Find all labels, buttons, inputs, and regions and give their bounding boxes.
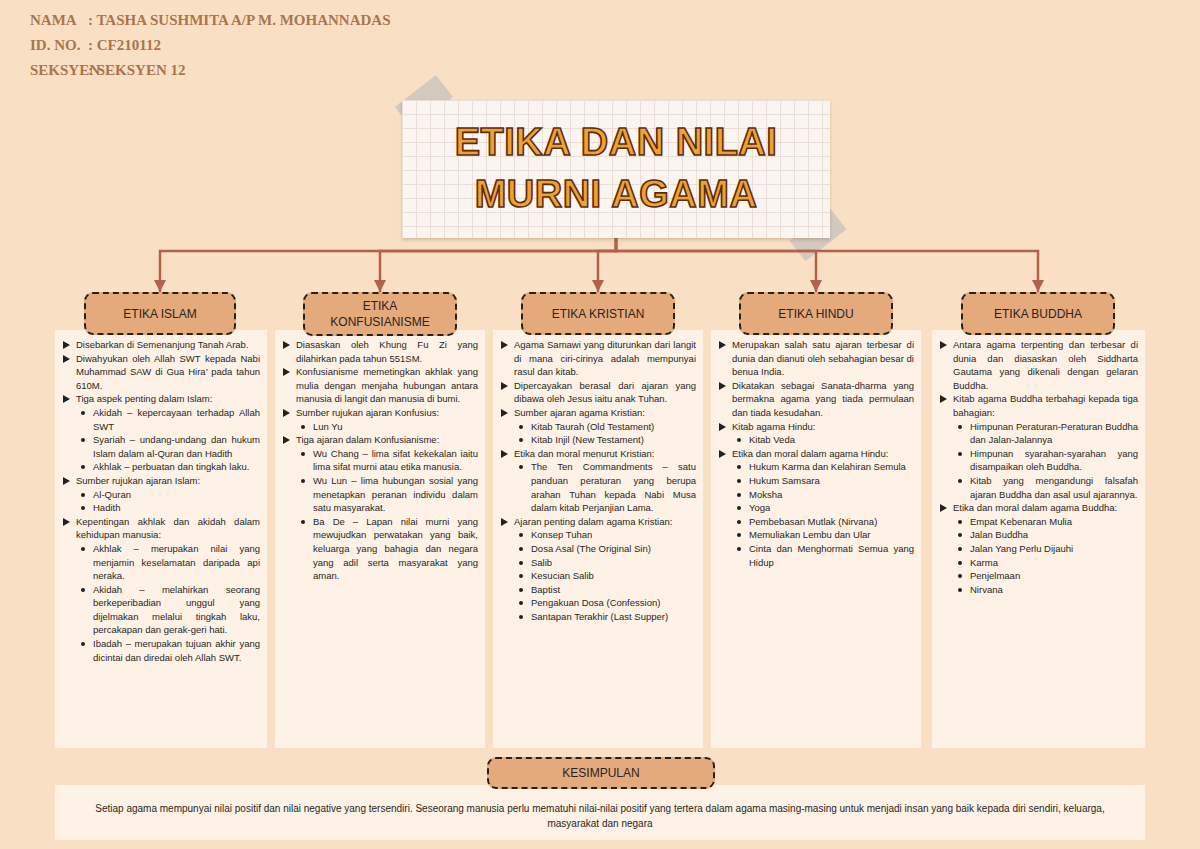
content-panel: Diasaskan oleh Khung Fu Zi yang dilahirk… bbox=[275, 330, 485, 748]
list-item: Himpunan syarahan-syarahan yang disampai… bbox=[937, 447, 1138, 474]
list-item: Kitab Taurah (Old Testament) bbox=[498, 420, 696, 434]
list-item: Hukum Karma dan Kelahiran Semula bbox=[716, 460, 914, 474]
header-text: ETIKA HINDU bbox=[778, 306, 853, 322]
list-item: Kitab Injil (New Testament) bbox=[498, 433, 696, 447]
list-item: Al-Quran bbox=[60, 488, 260, 502]
list-item: Akhlak – perbuatan dan tingkah laku. bbox=[60, 460, 260, 474]
list-item: Wu Chang – lima sifat kekekalan iaitu li… bbox=[280, 447, 478, 474]
content-panel: Agama Samawi yang diturunkan dari langit… bbox=[493, 330, 703, 748]
list-item: Himpunan Peraturan-Peraturan Buddha dan … bbox=[937, 420, 1138, 447]
header-info: NAMA bbox=[30, 12, 77, 29]
list-item: Kitab Veda bbox=[716, 433, 914, 447]
list-item: Akidah – kepercayaan terhadap Allah SWT bbox=[60, 406, 260, 433]
list-item: Kesucian Salib bbox=[498, 569, 696, 583]
header-text: ETIKA BUDDHA bbox=[994, 306, 1082, 322]
list-item: Dikatakan sebagai Sanata-dharma yang ber… bbox=[716, 379, 914, 420]
content-panel: Disebarkan di Semenanjung Tanah Arab.Diw… bbox=[55, 330, 267, 748]
tree-connector bbox=[616, 238, 816, 292]
list-item: Kitab yang mengandungi falsafah ajaran B… bbox=[937, 474, 1138, 501]
list-item: Ibadah – merupakan tujuan akhir yang dic… bbox=[60, 637, 260, 664]
list-item: Antara agama terpenting dan terbesar di … bbox=[937, 338, 1138, 392]
list-item: Jalan Yang Perlu Dijauhi bbox=[937, 542, 1138, 556]
list-item: Yoga bbox=[716, 501, 914, 515]
list-item: The Ten Commandments – satu panduan pera… bbox=[498, 460, 696, 514]
header-text: ETIKA ISLAM bbox=[123, 306, 196, 322]
list-item: Merupakan salah satu ajaran terbesar di … bbox=[716, 338, 914, 379]
list-item: Salib bbox=[498, 556, 696, 570]
list-item: Ba De – Lapan nilai murni yang mewujudka… bbox=[280, 515, 478, 583]
list-item: Sumber rujukan ajaran Islam: bbox=[60, 474, 260, 488]
list-item: Karma bbox=[937, 556, 1138, 570]
list-item: Dosa Asal (The Original Sin) bbox=[498, 542, 696, 556]
header-info: : SEKSYEN 12 bbox=[88, 62, 186, 79]
title-card: ETIKA DAN NILAI MURNI AGAMA bbox=[402, 100, 830, 238]
list-item: Ajaran penting dalam agama Kristian: bbox=[498, 515, 696, 529]
list-item: Konsep Tuhan bbox=[498, 528, 696, 542]
tree-connector bbox=[616, 238, 1038, 292]
list-item: Penjelmaan bbox=[937, 569, 1138, 583]
list-item: Cinta dan Menghormati Semua yang Hidup bbox=[716, 542, 914, 569]
header-info: : CF210112 bbox=[88, 37, 161, 54]
section-header: KESIMPULAN bbox=[487, 757, 715, 789]
list-item: Pengakuan Dosa (Confession) bbox=[498, 596, 696, 610]
list-item: Etika dan moral dalam agama Hindu: bbox=[716, 447, 914, 461]
list-item: Moksha bbox=[716, 488, 914, 502]
header-text: ETIKA KONFUSIANISME bbox=[313, 298, 447, 330]
list-item: Agama Samawi yang diturunkan dari langit… bbox=[498, 338, 696, 379]
list-item: Akhlak – merupakan nilai yang menjamin k… bbox=[60, 542, 260, 583]
list-item: Kitab agama Hindu: bbox=[716, 420, 914, 434]
header-text: ETIKA KRISTIAN bbox=[552, 306, 645, 322]
list-item: Pembebasan Mutlak (Nirvana) bbox=[716, 515, 914, 529]
list-item: Tiga aspek penting dalam Islam: bbox=[60, 392, 260, 406]
list-item: Nirvana bbox=[937, 583, 1138, 597]
content-panel: Merupakan salah satu ajaran terbesar di … bbox=[711, 330, 921, 748]
tape-decoration bbox=[395, 75, 847, 261]
list-item: Santapan Terakhir (Last Supper) bbox=[498, 610, 696, 624]
list-item: Diwahyukan oleh Allah SWT kepada Nabi Mu… bbox=[60, 352, 260, 393]
list-item: Sumber rujukan ajaran Konfusius: bbox=[280, 406, 478, 420]
list-item: Dipercayakan berasal dari ajaran yang di… bbox=[498, 379, 696, 406]
list-item: Empat Kebenaran Mulia bbox=[937, 515, 1138, 529]
list-item: Etika dan moral menurut Kristian: bbox=[498, 447, 696, 461]
list-item: Kepentingan akhlak dan akidah dalam kehi… bbox=[60, 515, 260, 542]
list-item: Hadith bbox=[60, 501, 260, 515]
section-header: ETIKA BUDDHA bbox=[961, 292, 1115, 335]
conclusion-text: Setiap agama mempunyai nilai positif dan… bbox=[95, 801, 1105, 831]
list-item: Jalan Buddha bbox=[937, 528, 1138, 542]
list-item: Syariah – undang-undang dan hukum Islam … bbox=[60, 433, 260, 460]
tree-connector bbox=[380, 238, 616, 292]
list-item: Diasaskan oleh Khung Fu Zi yang dilahirk… bbox=[280, 338, 478, 365]
content-panel: Antara agama terpenting dan terbesar di … bbox=[932, 330, 1145, 748]
conclusion-panel: Setiap agama mempunyai nilai positif dan… bbox=[55, 785, 1145, 840]
list-item: Memuliakan Lembu dan Ular bbox=[716, 528, 914, 542]
list-item: Etika dan moral dalam agama Buddha: bbox=[937, 501, 1138, 515]
section-header: ETIKA HINDU bbox=[739, 292, 893, 335]
section-header: ETIKA ISLAM bbox=[84, 292, 236, 335]
header-info: : TASHA SUSHMITA A/P M. MOHANNADAS bbox=[88, 12, 391, 29]
list-item: Lun Yu bbox=[280, 420, 478, 434]
list-item: Wu Lun – lima hubungan sosial yang menet… bbox=[280, 474, 478, 515]
list-item: Hukum Samsara bbox=[716, 474, 914, 488]
list-item: Sumber ajaran agama Kristian: bbox=[498, 406, 696, 420]
list-item: Tiga ajaran dalam Konfusianisme: bbox=[280, 433, 478, 447]
list-item: Akidah – melahirkan seorang berkeperibad… bbox=[60, 583, 260, 637]
section-header: ETIKA KRISTIAN bbox=[521, 292, 675, 335]
header-text: KESIMPULAN bbox=[562, 765, 639, 781]
list-item: Konfusianisme memetingkan akhlak yang mu… bbox=[280, 365, 478, 406]
header-info: ID. NO. bbox=[30, 37, 80, 54]
list-item: Kitab agama Buddha terbahagi kepada tiga… bbox=[937, 392, 1138, 419]
list-item: Baptist bbox=[498, 583, 696, 597]
title-text: ETIKA DAN NILAI MURNI AGAMA bbox=[412, 116, 820, 220]
list-item: Disebarkan di Semenanjung Tanah Arab. bbox=[60, 338, 260, 352]
tree-connector bbox=[598, 238, 616, 292]
tree-connector bbox=[160, 238, 616, 292]
section-header: ETIKA KONFUSIANISME bbox=[303, 292, 457, 336]
